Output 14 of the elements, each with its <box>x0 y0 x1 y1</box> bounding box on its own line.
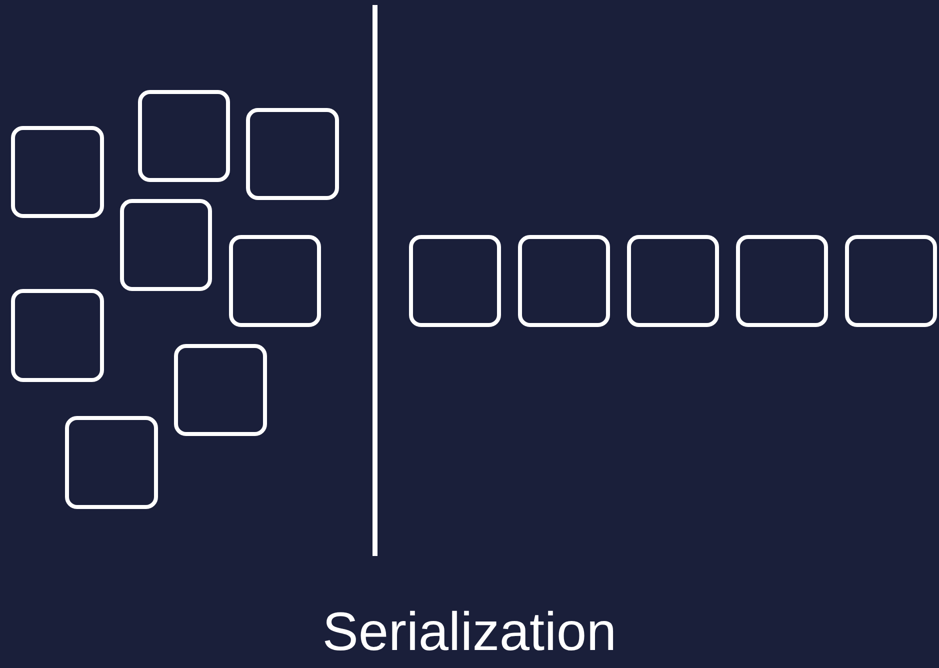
square-box <box>11 126 104 218</box>
caption: Serialization <box>322 601 617 664</box>
square-box <box>11 289 104 382</box>
square-box <box>736 235 828 327</box>
square-box <box>845 235 937 327</box>
square-box <box>120 199 212 291</box>
square-box <box>138 90 230 182</box>
square-box <box>518 235 610 327</box>
square-box <box>627 235 719 327</box>
square-box <box>246 108 339 200</box>
square-box <box>174 344 267 436</box>
square-box <box>65 416 158 509</box>
square-box <box>409 235 501 327</box>
square-box <box>229 235 321 327</box>
